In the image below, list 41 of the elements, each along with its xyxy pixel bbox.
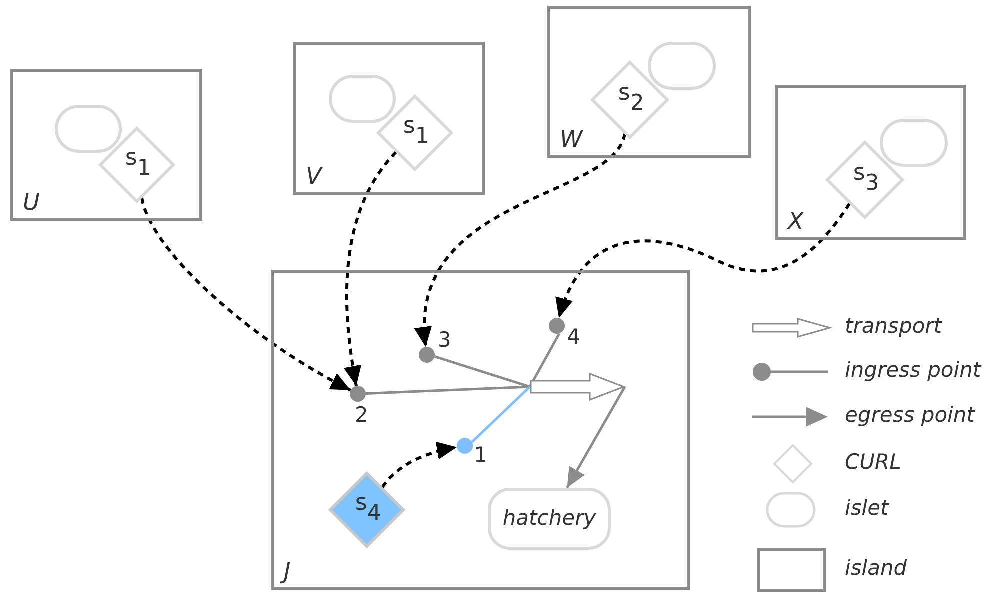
island-label: X [788,210,804,235]
dashed-arrow [381,442,458,488]
connector-line [366,386,530,395]
point-number: 4 [567,327,580,348]
island-box [293,42,485,195]
connector-line [434,355,530,388]
island-box [271,270,690,590]
ingress-point-dot [457,438,473,454]
hatchery-label: hatchery [502,506,596,530]
island-label: W [560,128,583,153]
point-number: 2 [355,405,368,426]
curl-diamond [99,127,175,203]
hatchery-box [488,488,611,550]
island-label: U [23,190,40,216]
dashed-arrow [140,198,352,392]
island-box [775,85,966,240]
dashed-arrow [557,202,851,319]
dashed-arrow [416,133,626,348]
legend-label: ingress point [845,360,982,381]
point-number: 3 [438,330,452,351]
egress-arrow [566,386,626,489]
connector-line [528,332,561,388]
connector-line [471,386,531,444]
legend-label: egress point [845,405,975,426]
point-number: 1 [474,445,488,466]
ingress-point-dot [549,318,565,334]
island-box [10,69,202,221]
legend-label: CURL [845,452,902,473]
island-box [547,6,751,158]
island-label: V [306,164,322,190]
ingress-point-dot [350,386,366,402]
curl-diamond [377,95,453,171]
ingress-point-dot [419,347,435,363]
legend-label: island [845,558,908,579]
curl-diamond [329,472,405,548]
dashed-arrow [344,151,398,386]
curl-diamond [591,61,669,139]
legend-label: islet [845,498,889,519]
legend-label: transport [845,316,942,337]
transport-arrow [530,373,625,401]
curl-diamond [826,141,904,219]
